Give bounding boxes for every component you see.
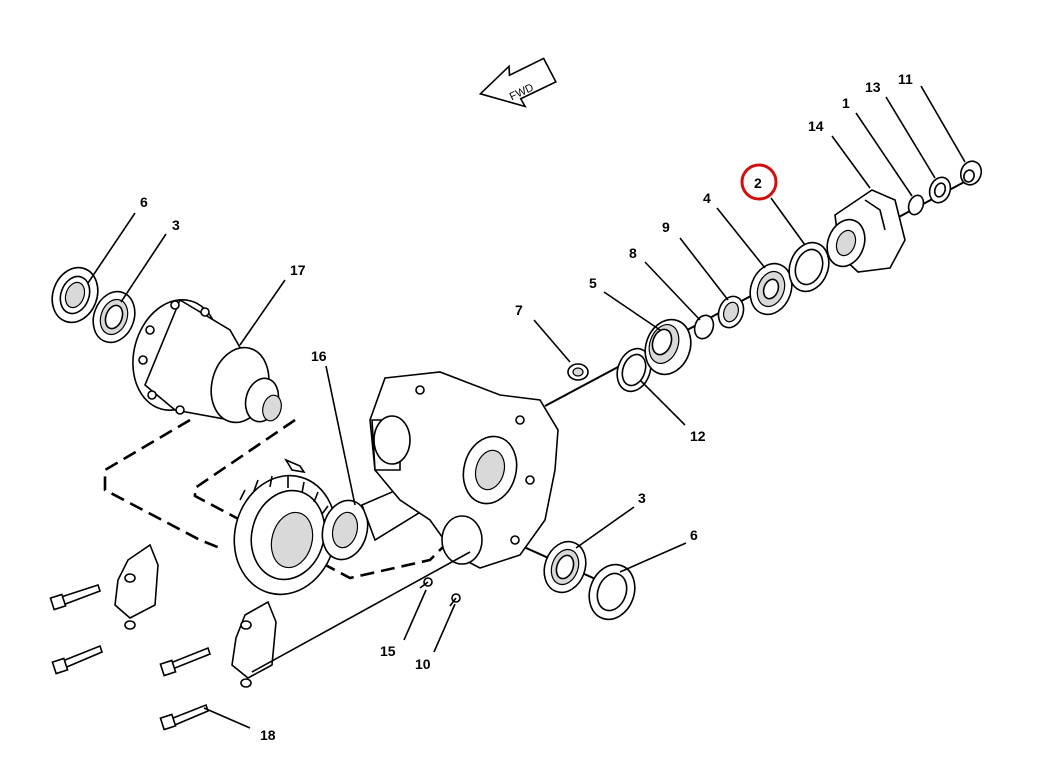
bearing-cone-left: [92, 290, 136, 344]
callout-4: 4: [703, 190, 711, 206]
callout-leaders: [87, 85, 966, 653]
dust-cap: [959, 160, 983, 186]
nut: [928, 176, 952, 204]
bearing-cup-right: [588, 563, 636, 621]
pinion-gear: [321, 479, 442, 561]
highlight-circle: [740, 163, 778, 201]
callout-12: 12: [690, 428, 706, 444]
bearing-cup-pinion: [644, 318, 692, 376]
callout-labels: 6 3 17 16 7 5 8 9 4 2 14 1 13 11 12 3 6 …: [140, 71, 913, 743]
pinion-yoke: [826, 189, 906, 273]
differential-case: [132, 298, 282, 424]
callout-17: 17: [290, 262, 306, 278]
leader-line: [203, 707, 251, 729]
shim-ring: [616, 347, 652, 393]
callout-1: 1: [842, 95, 850, 111]
assembly-guide-left: [103, 418, 221, 550]
callout-14: 14: [808, 118, 824, 134]
callout-15: 15: [380, 643, 396, 659]
bearing-cup-left: [51, 266, 99, 324]
callout-6-right: 6: [690, 527, 698, 543]
washer: [907, 194, 925, 216]
plug: [567, 363, 589, 381]
callout-7: 7: [515, 302, 523, 318]
forward-arrow-icon: FWD: [478, 57, 557, 108]
callout-2: 2: [754, 175, 762, 191]
leader-line: [251, 551, 471, 673]
bearing-cap-upper: [114, 543, 159, 630]
callout-6-left: 6: [140, 194, 148, 210]
callout-18: 18: [260, 727, 276, 743]
callout-11: 11: [898, 71, 913, 87]
bearing-cap-lower: [231, 600, 277, 688]
bearing-cone-pinion: [717, 295, 745, 329]
pinion-seal: [788, 241, 830, 293]
callout-3-left: 3: [172, 217, 180, 233]
callout-8: 8: [629, 245, 637, 261]
callout-9: 9: [662, 219, 670, 235]
callout-13: 13: [865, 79, 881, 95]
callout-5: 5: [589, 275, 597, 291]
outer-pinion-bearing: [749, 262, 793, 316]
spacer-ring: [693, 314, 715, 340]
cap-bolt: [49, 583, 211, 731]
ring-gear: [233, 474, 337, 596]
callout-3-right: 3: [638, 490, 646, 506]
bearing-cone-right: [543, 540, 587, 594]
callout-16: 16: [311, 348, 327, 364]
lock-fastener: [284, 458, 461, 607]
carrier-housing: [369, 371, 559, 569]
callout-10: 10: [415, 656, 431, 672]
